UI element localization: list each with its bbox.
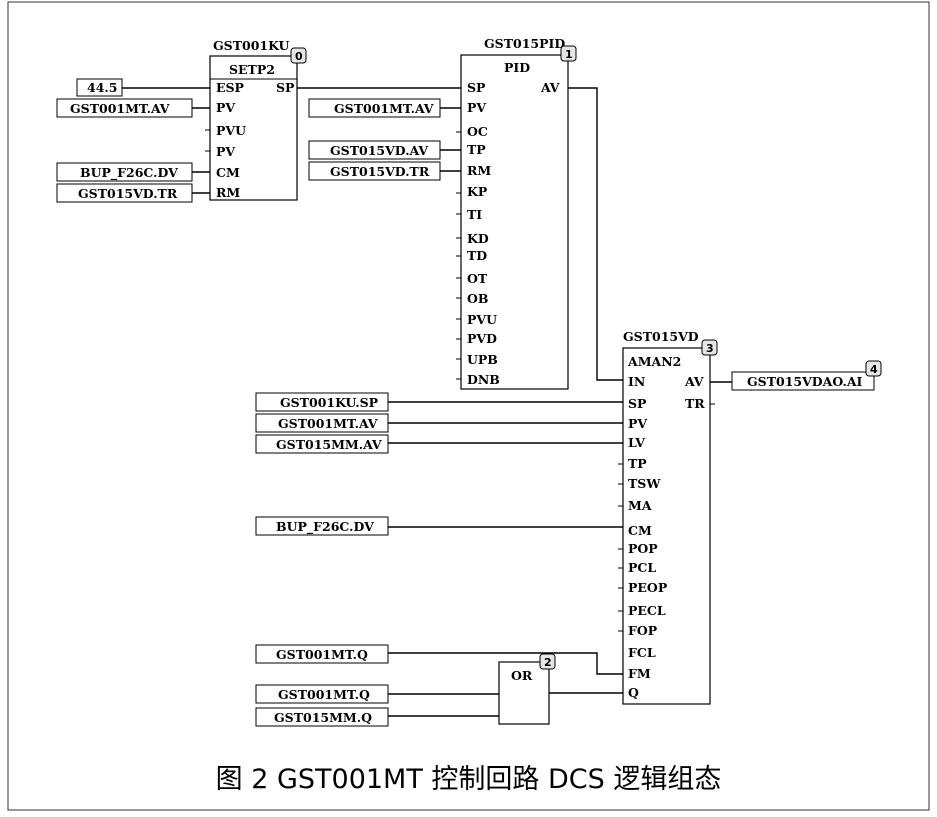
setp2-number-badge: 0 xyxy=(295,50,303,63)
aman2-tag: GST015VD xyxy=(623,329,699,344)
svg-text:BUP_F26C.DV: BUP_F26C.DV xyxy=(80,165,178,181)
output-tag-block[interactable]: GST015VDAO.AI 4 xyxy=(731,360,882,391)
aman2-number-badge: 3 xyxy=(706,342,714,355)
aman2-pin-cm: CM xyxy=(628,523,652,538)
svg-text:GST015MM.Q: GST015MM.Q xyxy=(274,710,372,725)
svg-text:BUP_F26C.DV: BUP_F26C.DV xyxy=(276,519,374,535)
setp2-pin-rm: RM xyxy=(216,185,240,200)
svg-text:GST015VDAO.AI: GST015VDAO.AI xyxy=(747,374,863,389)
aman2-pin-peop: PEOP xyxy=(628,580,668,595)
aman2-type: AMAN2 xyxy=(627,354,681,369)
pid-pin-pv: PV xyxy=(467,100,486,115)
pid-pin-oc: OC xyxy=(467,124,488,139)
pid-input-pv[interactable]: GST001MT.AV xyxy=(308,98,461,118)
output-number-badge: 4 xyxy=(870,363,878,376)
aman2-pin-pop: POP xyxy=(628,541,658,556)
setp2-input-rm[interactable]: GST015VD.TR xyxy=(56,183,210,203)
pid-pin-ot: OT xyxy=(467,271,488,286)
svg-text:GST001MT.AV: GST001MT.AV xyxy=(334,101,434,116)
pid-pin-td: TD xyxy=(467,248,487,263)
setp2-pin-pvu: PVU xyxy=(216,123,246,138)
pid-pin-sp: SP xyxy=(467,80,486,95)
aman2-pin-fm: FM xyxy=(628,666,651,681)
setp2-pin-pv2: PV xyxy=(216,144,235,159)
frame-border xyxy=(7,1,930,811)
aman2-pin-pecl: PECL xyxy=(628,603,666,618)
aman2-pin-lv: LV xyxy=(628,435,645,450)
pid-pin-ti: TI xyxy=(467,207,482,222)
aman2-input-sp[interactable]: GST001KU.SP xyxy=(255,392,623,412)
aman2-pin-ma: MA xyxy=(628,498,652,513)
wire-pid-av-to-aman-in xyxy=(568,87,623,381)
aman2-pin-pcl: PCL xyxy=(628,560,656,575)
figure-caption: 图 2 GST001MT 控制回路 DCS 逻辑组态 xyxy=(215,764,722,795)
setp2-input-pv[interactable]: GST001MT.AV xyxy=(56,98,210,118)
aman2-input-fcl[interactable]: GST001MT.Q xyxy=(255,644,623,675)
or-type: OR xyxy=(511,668,533,683)
setp2-pin-sp-out: SP xyxy=(276,80,295,95)
aman2-pin-sp: SP xyxy=(628,396,647,411)
setp2-pin-pv: PV xyxy=(216,100,235,115)
pid-pin-kp: KP xyxy=(467,184,488,199)
aman2-pin-fcl: FCL xyxy=(628,645,656,660)
pid-pin-pvd: PVD xyxy=(467,331,497,346)
svg-text:GST015MM.AV: GST015MM.AV xyxy=(276,437,382,452)
pid-input-tp[interactable]: GST015VD.AV xyxy=(308,140,461,160)
aman2-pin-in: IN xyxy=(628,374,645,389)
setp2-block[interactable]: GST001KU SETP2 0 ESP PV PVU PV CM RM SP xyxy=(205,38,307,201)
svg-text:GST001KU.SP: GST001KU.SP xyxy=(280,395,379,410)
aman2-input-lv[interactable]: GST015MM.AV xyxy=(255,434,623,454)
aman2-pin-fop: FOP xyxy=(628,623,658,638)
pid-pin-tp: TP xyxy=(467,142,486,157)
pid-input-rm[interactable]: GST015VD.TR xyxy=(308,161,461,181)
pid-pin-rm: RM xyxy=(467,163,491,178)
pid-pin-dnb: DNB xyxy=(467,372,500,387)
aman2-pin-tr-out: TR xyxy=(685,396,705,411)
aman2-pin-tp: TP xyxy=(628,456,647,471)
svg-text:GST001MT.AV: GST001MT.AV xyxy=(278,416,378,431)
svg-text:44.5: 44.5 xyxy=(87,80,117,95)
aman2-input-cm[interactable]: BUP_F26C.DV xyxy=(255,516,623,536)
aman2-pin-tsw: TSW xyxy=(628,476,661,491)
or-block[interactable]: OR 2 xyxy=(498,653,556,725)
setp2-input-cm[interactable]: BUP_F26C.DV xyxy=(56,162,210,182)
pid-pin-pvu: PVU xyxy=(467,312,497,327)
svg-text:GST001MT.Q: GST001MT.Q xyxy=(276,647,368,662)
pid-pin-kd: KD xyxy=(467,231,489,246)
aman2-block[interactable]: GST015VD 3 AMAN2 IN SP PV LV TP TSW MA C… xyxy=(618,329,718,705)
setp2-tag: GST001KU xyxy=(213,38,290,53)
pid-pin-upb: UPB xyxy=(467,352,498,367)
aman2-pin-av-out: AV xyxy=(684,374,704,389)
svg-text:GST015VD.TR: GST015VD.TR xyxy=(78,186,178,201)
pid-pin-av-out: AV xyxy=(540,80,560,95)
aman2-pin-pv: PV xyxy=(628,416,647,431)
aman2-input-pv[interactable]: GST001MT.AV xyxy=(255,413,623,433)
setp2-input-esp[interactable]: 44.5 xyxy=(76,78,210,97)
pid-number-badge: 1 xyxy=(565,48,573,61)
setp2-type: SETP2 xyxy=(229,62,275,77)
svg-text:GST001MT.Q: GST001MT.Q xyxy=(278,687,370,702)
setp2-pin-esp: ESP xyxy=(216,80,245,95)
pid-tag: GST015PID xyxy=(484,36,565,51)
pid-block[interactable]: GST015PID PID 1 SP PV OC TP RM KP TI KD … xyxy=(456,36,577,390)
or-input-1[interactable]: GST001MT.Q xyxy=(255,684,499,704)
pid-pin-ob: OB xyxy=(467,291,488,306)
or-number-badge: 2 xyxy=(544,656,552,669)
setp2-pin-cm: CM xyxy=(216,165,240,180)
aman2-pin-q: Q xyxy=(628,685,639,700)
svg-text:GST001MT.AV: GST001MT.AV xyxy=(70,101,170,116)
svg-text:GST015VD.AV: GST015VD.AV xyxy=(330,143,428,158)
svg-text:GST015VD.TR: GST015VD.TR xyxy=(330,164,430,179)
pid-type: PID xyxy=(504,60,530,75)
or-input-2[interactable]: GST015MM.Q xyxy=(255,707,499,727)
